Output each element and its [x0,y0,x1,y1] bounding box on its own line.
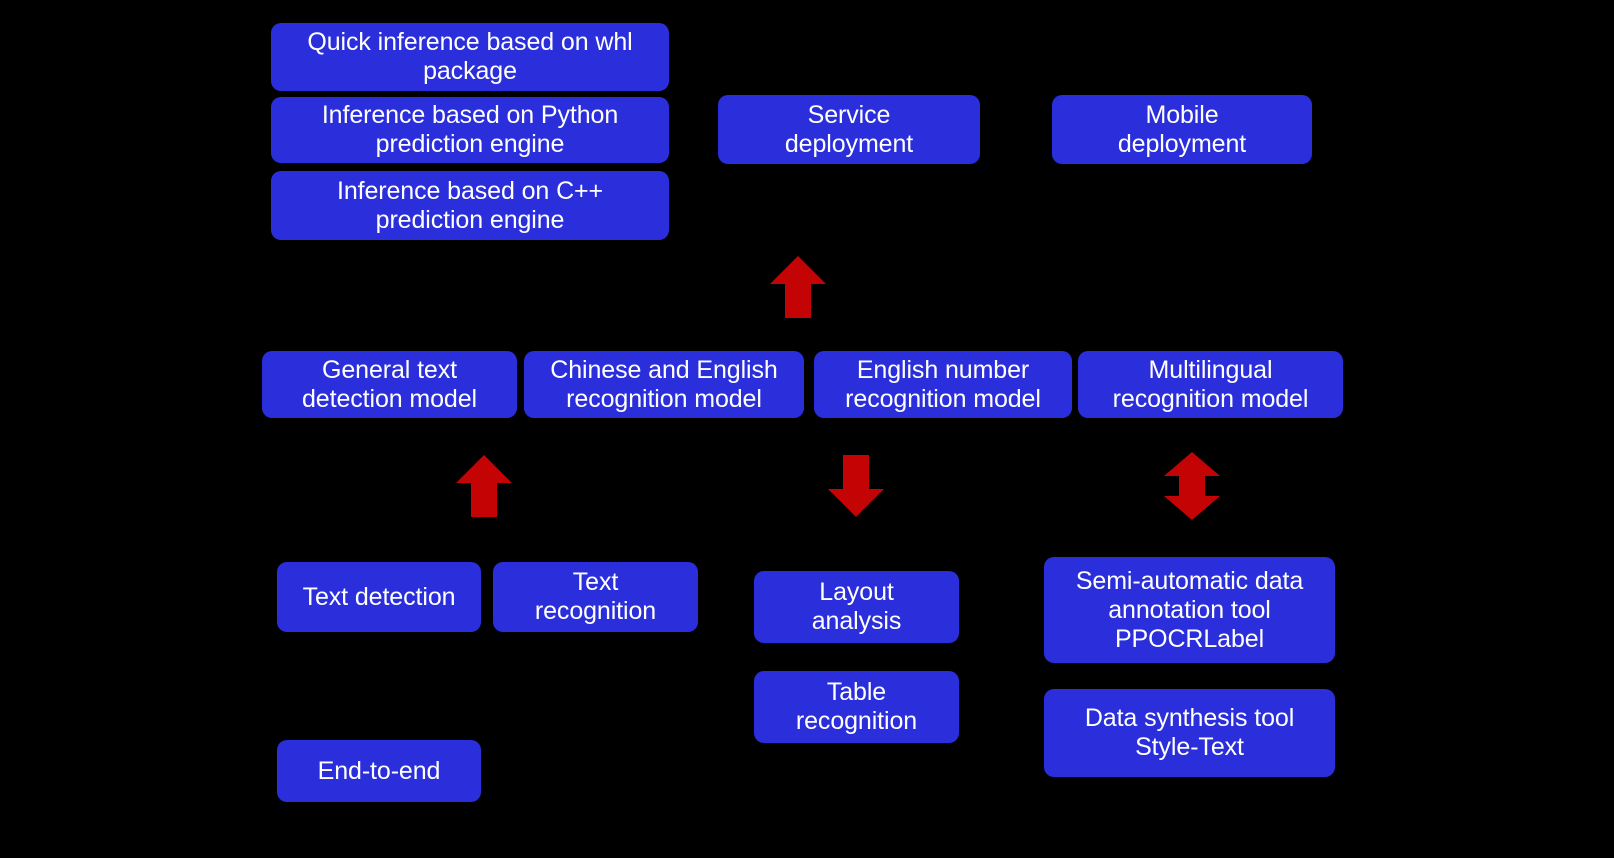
node-end-to-end[interactable]: End-to-end [277,740,481,802]
node-ppocrlabel-annotation-tool[interactable]: Semi-automatic data annotation tool PPOC… [1044,557,1335,663]
node-english-number-recognition-model[interactable]: English number recognition model [814,351,1072,418]
arrow-updown-data-tools-icon [1164,452,1220,520]
node-inference-python-engine[interactable]: Inference based on Python prediction eng… [271,97,669,163]
node-chinese-english-recognition-model[interactable]: Chinese and English recognition model [524,351,804,418]
node-inference-cpp-engine[interactable]: Inference based on C++ prediction engine [271,171,669,240]
node-layout-analysis[interactable]: Layout analysis [754,571,959,643]
node-text-recognition[interactable]: Text recognition [493,562,698,632]
arrow-up-to-deployment-icon [770,256,826,318]
node-style-text-synthesis-tool[interactable]: Data synthesis tool Style-Text [1044,689,1335,777]
node-general-text-detection-model[interactable]: General text detection model [262,351,517,418]
node-multilingual-recognition-model[interactable]: Multilingual recognition model [1078,351,1343,418]
node-mobile-deployment[interactable]: Mobile deployment [1052,95,1312,164]
node-service-deployment[interactable]: Service deployment [718,95,980,164]
arrow-down-to-document-analysis-icon [828,455,884,517]
node-table-recognition[interactable]: Table recognition [754,671,959,743]
node-text-detection[interactable]: Text detection [277,562,481,632]
arrow-up-to-detection-model-icon [456,455,512,517]
node-quick-inference-whl[interactable]: Quick inference based on whl package [271,23,669,91]
